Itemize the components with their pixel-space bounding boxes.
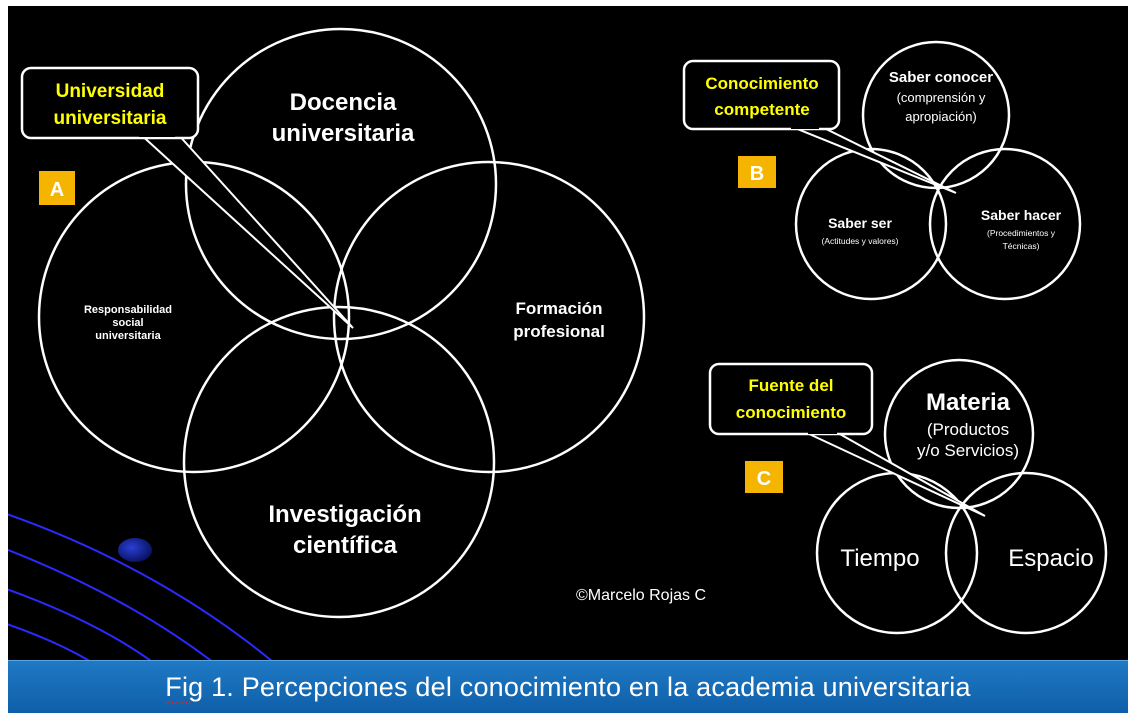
venn-diagram-b: [794, 40, 1082, 301]
label-docencia-line1: Docencia: [290, 89, 397, 116]
tag-c-label: C: [757, 468, 771, 490]
callout-c-line1: Fuente del: [748, 376, 833, 395]
callout-b-line2: competente: [714, 100, 809, 119]
callout-pointer-a: [137, 131, 354, 329]
caption-bar: Fig 1. Percepciones del conocimiento en …: [8, 660, 1128, 713]
callout-pointer-b: [789, 125, 957, 194]
copyright-text: ©Marcelo Rojas C: [576, 587, 706, 604]
label-saber-hacer-sub2: Técnicas): [1003, 241, 1040, 251]
tag-b-label: B: [750, 163, 764, 185]
figure-caption: Fig 1. Percepciones del conocimiento en …: [165, 672, 970, 703]
label-saber-conocer-sub1: (comprensión y: [897, 90, 986, 105]
callout-a-line2: universitaria: [54, 108, 167, 129]
orbit-decoration: [8, 513, 273, 660]
label-formacion-line1: Formación: [516, 299, 603, 318]
circle-investigacion: [182, 305, 496, 619]
caption-prefix: Fig: [165, 672, 204, 702]
label-saber-ser-sub1: (Actitudes y valores): [822, 236, 899, 246]
callout-box-c: [708, 362, 874, 436]
circle-saber-ser: [794, 147, 948, 301]
tag-b-badge: [738, 156, 776, 188]
circle-espacio: [944, 471, 1108, 635]
callout-pointer-c: [806, 432, 986, 517]
label-tiempo: Tiempo: [840, 545, 919, 572]
label-responsabilidad-line2: social: [112, 317, 143, 329]
tag-a-label: A: [50, 179, 64, 201]
label-investigacion-line2: científica: [293, 532, 398, 559]
callout-c-line2: conocimiento: [736, 403, 847, 422]
label-materia: Materia: [926, 389, 1011, 416]
circle-saber-hacer: [928, 147, 1082, 301]
tag-c-badge: [745, 461, 783, 493]
callout-box-a: [20, 66, 200, 140]
label-responsabilidad-line1: Responsabilidad: [84, 304, 172, 316]
tag-a-badge: [39, 171, 75, 205]
callout-a-line1: Universidad: [56, 81, 165, 102]
label-formacion-line2: profesional: [513, 322, 605, 341]
label-espacio: Espacio: [1008, 545, 1093, 572]
diagram-canvas: Universidad universitaria A Docencia uni…: [8, 27, 1108, 660]
slide: Universidad universitaria A Docencia uni…: [8, 6, 1128, 713]
circle-formacion: [332, 160, 646, 474]
label-saber-conocer: Saber conocer: [889, 69, 993, 86]
venn-diagram-c: [815, 358, 1108, 635]
label-saber-ser: Saber ser: [828, 215, 892, 231]
label-responsabilidad-line3: universitaria: [95, 330, 161, 342]
circle-responsabilidad: [37, 160, 351, 474]
label-saber-hacer: Saber hacer: [981, 207, 1062, 223]
label-docencia-line2: universitaria: [272, 120, 415, 147]
circle-docencia: [184, 27, 498, 341]
label-saber-conocer-sub2: apropiación): [905, 109, 977, 124]
label-saber-hacer-sub1: (Procedimientos y: [987, 228, 1056, 238]
callout-box-b: [682, 59, 841, 131]
label-materia-sub1: (Productos: [927, 420, 1009, 439]
caption-text: 1. Percepciones del conocimiento en la a…: [203, 672, 971, 702]
label-materia-sub2: y/o Servicios): [917, 441, 1019, 460]
planet-icon: [118, 538, 152, 562]
label-investigacion-line1: Investigación: [268, 501, 421, 528]
callout-b-line1: Conocimiento: [705, 74, 818, 93]
